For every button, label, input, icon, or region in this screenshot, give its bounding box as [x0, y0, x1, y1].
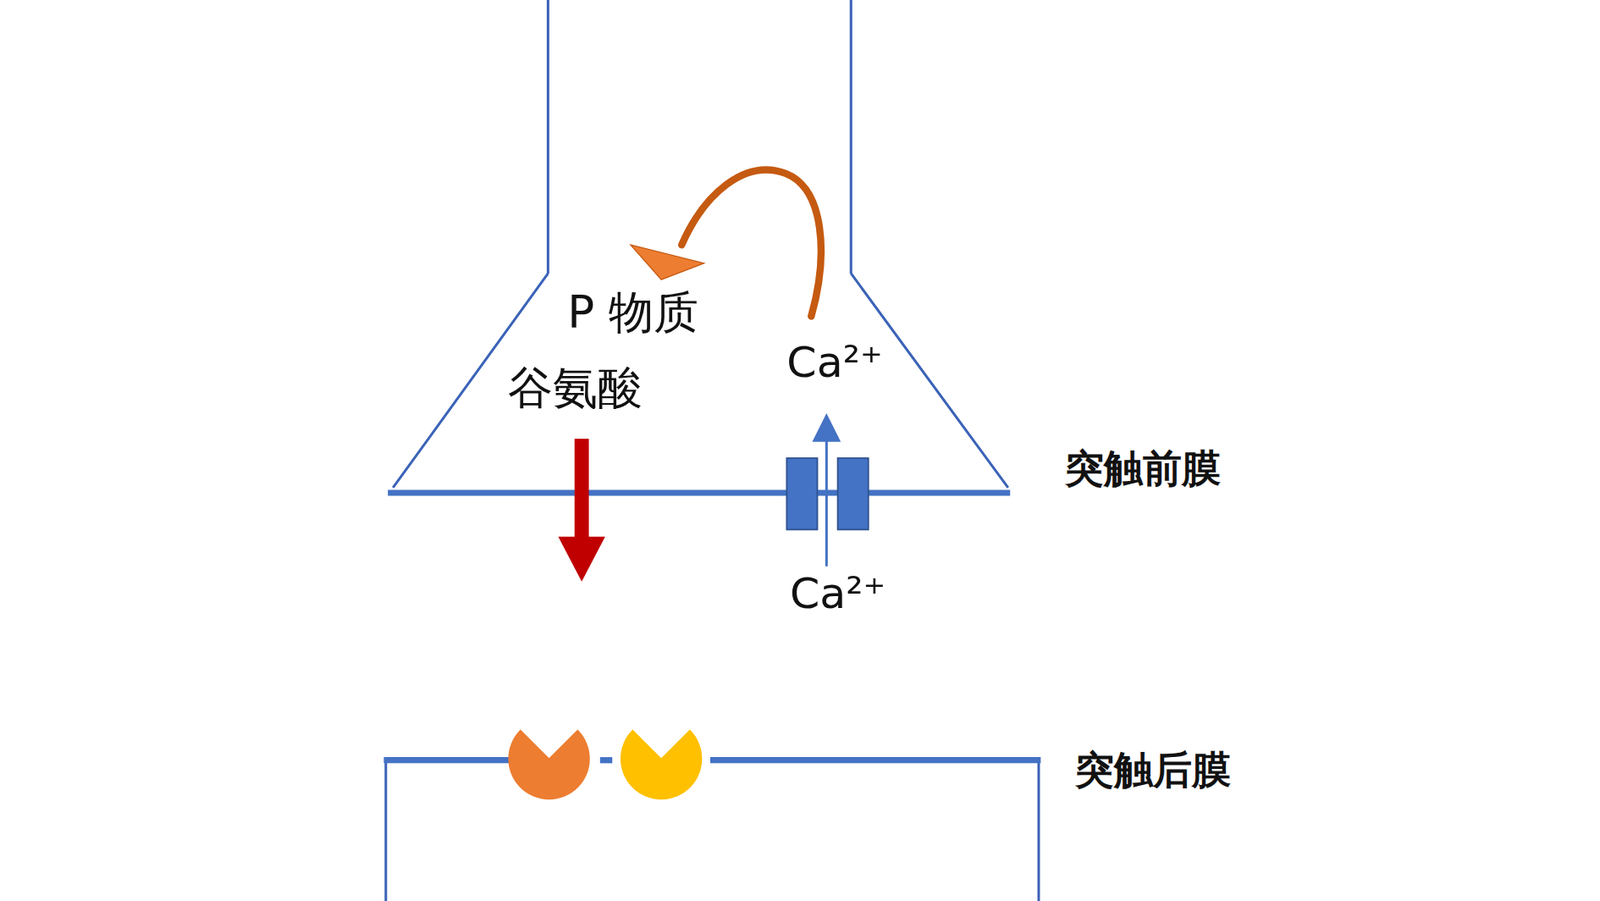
presynaptic-terminal	[392, 0, 1009, 488]
ion-label: Ca²⁺	[789, 569, 886, 618]
release-arrowhead	[557, 536, 605, 582]
influx-arrowhead	[811, 413, 841, 442]
influx-arrow	[825, 433, 828, 567]
receptor	[620, 729, 702, 800]
presynaptic-membrane	[387, 489, 1010, 496]
membrane-label: 突触后膜	[1075, 748, 1231, 791]
curved-arrow	[681, 170, 822, 317]
substance-label: 谷氨酸	[507, 363, 643, 413]
calcium-channel	[786, 457, 817, 530]
receptor	[507, 729, 590, 800]
release-arrow	[574, 438, 590, 539]
substance-label: P 物质	[567, 287, 699, 337]
postsynaptic-neuron	[383, 760, 1041, 901]
calcium-channel	[838, 457, 869, 530]
membrane-label: 突触前膜	[1064, 446, 1221, 490]
ion-label: Ca²⁺	[786, 338, 883, 387]
curved-arrowhead	[630, 244, 705, 280]
